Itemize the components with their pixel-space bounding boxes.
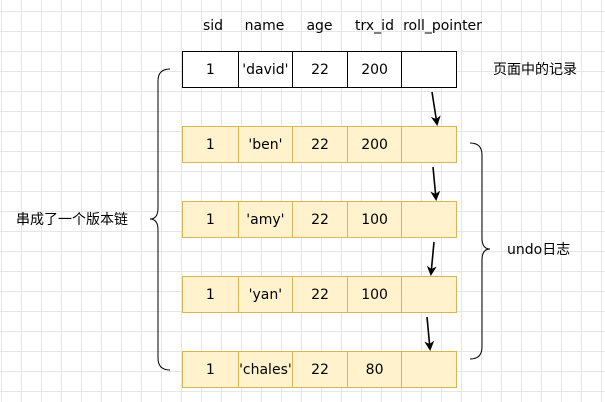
version-chain-label: 串成了一个版本链	[16, 212, 128, 228]
column-header-name: name	[244, 18, 285, 34]
cell-sid: 1	[205, 61, 215, 78]
cell-trx-id: 100	[346, 277, 402, 312]
cell-sid: 1	[205, 286, 215, 303]
roll-pointer-arrow-3	[426, 241, 437, 276]
cell-sid: 1	[205, 136, 215, 153]
cell-age: 22	[292, 127, 347, 162]
cell-trx-id: 100	[346, 202, 402, 237]
cell-age: 22	[292, 277, 347, 312]
roll-pointer-arrow-4	[424, 316, 435, 351]
cell-name: 'yan'	[237, 277, 293, 312]
roll-pointer-arrow-1	[430, 91, 441, 126]
undo-log-label: undo日志	[507, 242, 571, 258]
column-header-trx-id: trx_id	[355, 18, 394, 34]
undo-record-row-3: 1 'yan' 22 100	[182, 276, 457, 313]
cell-roll-pointer	[401, 277, 456, 312]
undo-record-row-4: 1 'chales' 22 80	[182, 351, 457, 388]
version-chain-brace	[149, 68, 171, 371]
cell-name: 'amy'	[237, 202, 293, 237]
page-record-row: 1 'david' 22 200	[182, 51, 457, 88]
cell-roll-pointer	[401, 52, 456, 87]
cell-trx-id: 200	[346, 127, 402, 162]
cell-trx-id: 200	[346, 52, 402, 87]
undo-log-brace	[469, 142, 491, 360]
cell-roll-pointer	[401, 202, 456, 237]
cell-age: 22	[292, 352, 347, 387]
cell-name: 'chales'	[237, 352, 293, 387]
undo-record-row-2: 1 'amy' 22 100	[182, 201, 457, 238]
cell-age: 22	[292, 52, 347, 87]
undo-record-row-1: 1 'ben' 22 200	[182, 126, 457, 163]
cell-roll-pointer	[401, 352, 456, 387]
column-header-sid: sid	[202, 18, 224, 34]
roll-pointer-arrow-2	[430, 166, 441, 201]
cell-sid: 1	[205, 361, 215, 378]
column-header-roll-pointer: roll_pointer	[403, 18, 482, 34]
cell-sid: 1	[205, 211, 215, 228]
cell-roll-pointer	[401, 127, 456, 162]
cell-name: 'david'	[237, 52, 293, 87]
column-header-age: age	[306, 18, 333, 34]
cell-name: 'ben'	[237, 127, 293, 162]
cell-age: 22	[292, 202, 347, 237]
cell-trx-id: 80	[346, 352, 402, 387]
page-record-label: 页面中的记录	[493, 62, 577, 78]
